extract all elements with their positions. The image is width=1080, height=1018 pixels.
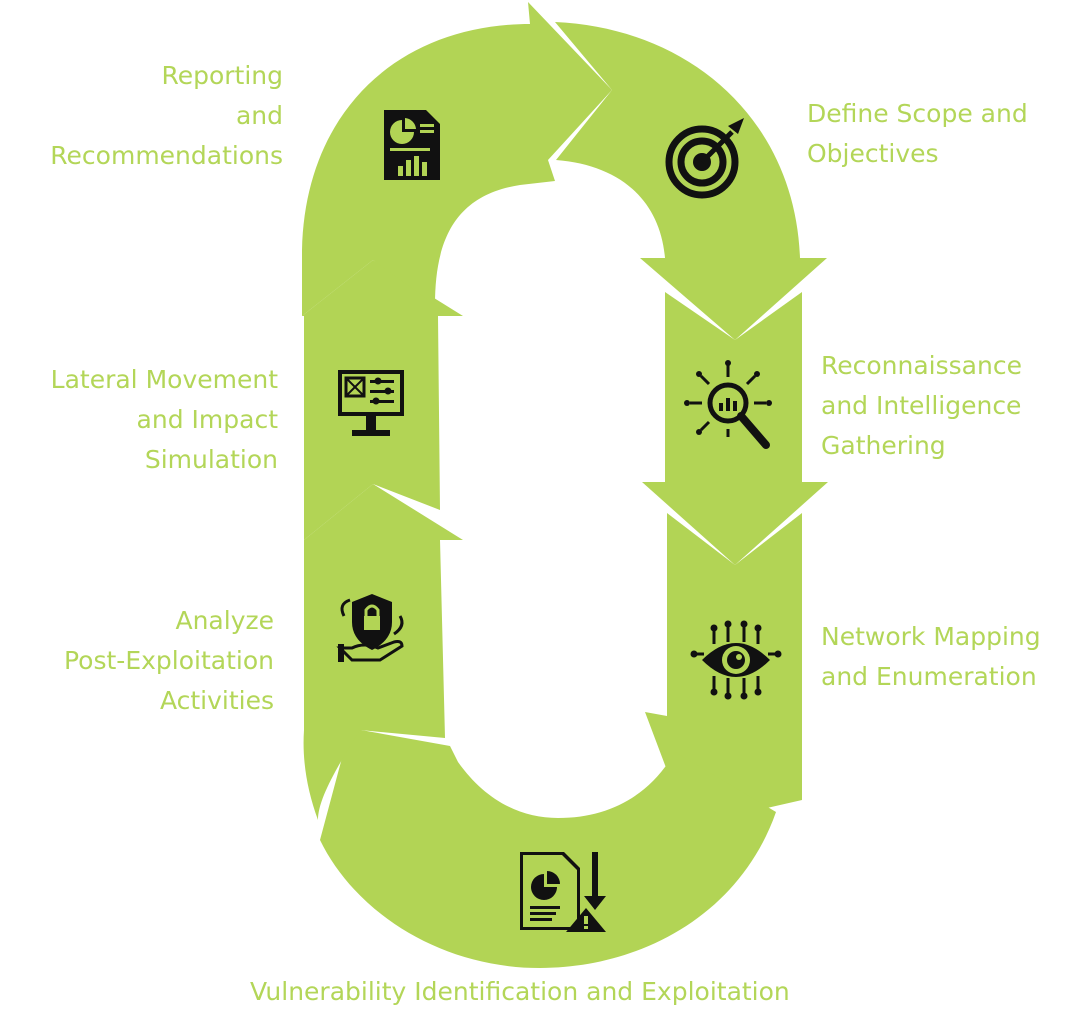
report-chart-icon xyxy=(384,110,440,180)
arrow-vulnerability xyxy=(320,728,776,968)
magnifier-chart-icon xyxy=(684,360,772,449)
target-icon xyxy=(665,118,744,199)
arrow-analyze xyxy=(303,484,463,820)
monitor-controls-icon xyxy=(338,370,404,436)
label-vulnerability: Vulnerability Identification and Exploit… xyxy=(250,977,790,1006)
shield-hand-icon xyxy=(336,594,404,662)
report-warning-icon xyxy=(520,852,606,932)
arrow-reconnaissance xyxy=(642,292,828,565)
eye-network-icon xyxy=(690,620,782,700)
arrow-reporting xyxy=(302,2,612,316)
